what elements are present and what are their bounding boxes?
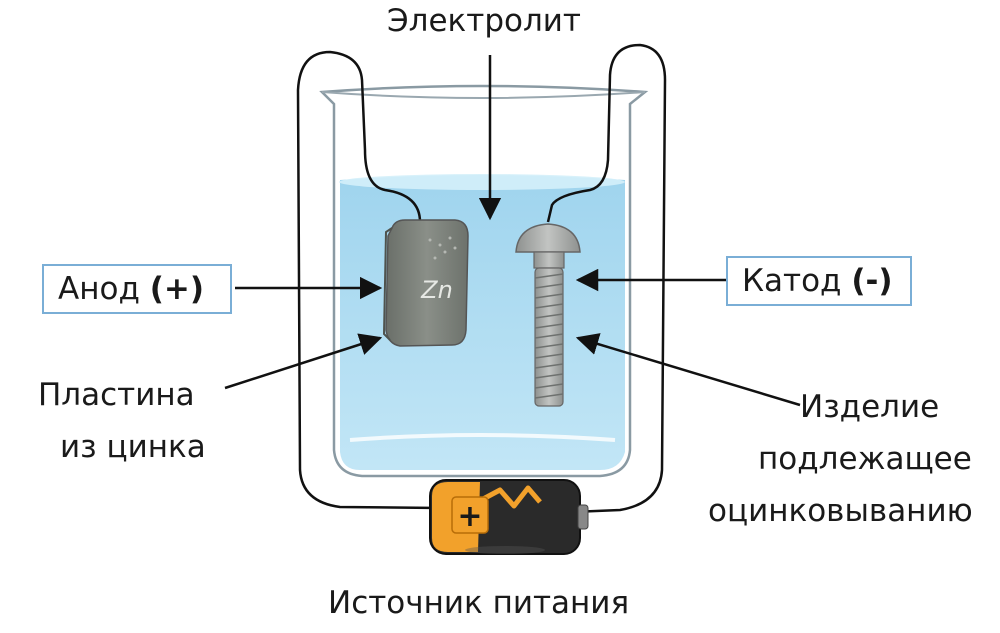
plate-arrow	[224, 333, 383, 390]
anode-wire	[296, 50, 441, 510]
power-source-label: Источник питания	[328, 585, 630, 621]
zinc-plate	[382, 219, 469, 347]
beaker-rim	[321, 91, 646, 99]
beaker-glass	[319, 84, 649, 478]
item-label-line1: Изделие	[800, 389, 940, 425]
electrolyte-label: Электролит	[387, 3, 581, 39]
battery	[429, 479, 589, 555]
cathode-label: Катод	[742, 263, 842, 299]
item-arrow	[575, 333, 801, 407]
cathode-sign: (-)	[851, 263, 893, 299]
zinc-symbol: Zn	[420, 276, 453, 304]
electrolyte-surface	[339, 174, 625, 190]
cathode-label-box: Катод (-)	[726, 256, 912, 306]
cathode-wire	[546, 43, 667, 514]
item-label-line2: подлежащее	[758, 441, 972, 477]
item-label-line3: оцинковыванию	[708, 493, 973, 529]
plate-label-line1: Пластина	[38, 377, 195, 413]
anode-sign: (+)	[149, 271, 205, 307]
plate-label-line2: из цинка	[60, 429, 206, 465]
anode-label-box: Анод (+)	[42, 264, 232, 314]
bottom-highlight	[349, 433, 616, 442]
bolt-cathode	[515, 223, 581, 407]
anode-label: Анод	[58, 271, 140, 307]
battery-plus: +	[457, 499, 482, 534]
electrolyte-liquid	[340, 175, 625, 470]
